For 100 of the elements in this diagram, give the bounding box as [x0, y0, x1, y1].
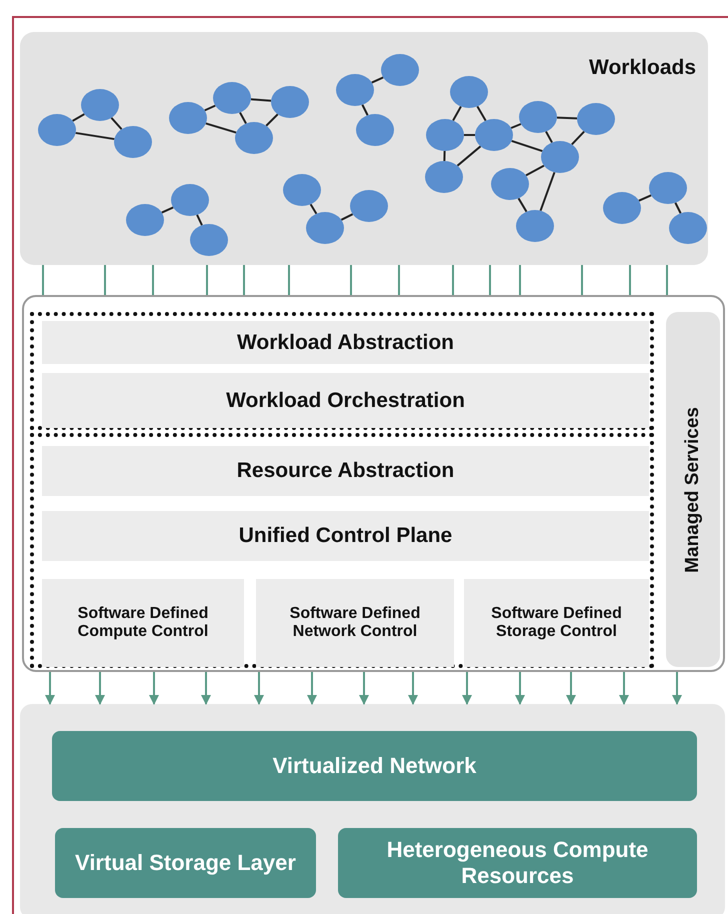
connector-line	[361, 104, 369, 116]
panel-title: Workloads	[589, 56, 696, 80]
workload-node	[603, 192, 641, 224]
arrow	[359, 672, 369, 705]
layer-label: Software Defined Network Control	[288, 605, 422, 641]
connector-line	[243, 265, 245, 295]
workload-node	[381, 54, 419, 86]
connector-line	[511, 140, 543, 152]
layer-label: Software Defined Compute Control	[76, 605, 210, 641]
connector-line	[206, 265, 208, 295]
workload-node	[114, 126, 152, 158]
workloads-panel	[20, 32, 708, 265]
dotted-group-outline	[30, 433, 654, 668]
layer-band	[42, 511, 649, 561]
layer-band	[42, 446, 649, 496]
connector-line	[42, 265, 44, 295]
connector-line	[571, 130, 585, 146]
arrow	[566, 672, 576, 705]
workload-node	[336, 74, 374, 106]
workload-node	[38, 114, 76, 146]
layer-label: Unified Control Plane	[238, 524, 452, 548]
layer-label: Virtualized Network	[272, 753, 476, 779]
control-box	[42, 579, 244, 667]
connector-line	[666, 265, 668, 295]
workload-node	[350, 190, 388, 222]
workload-node	[541, 141, 579, 173]
workload-node	[516, 210, 554, 242]
control-box	[464, 579, 649, 667]
arrow	[462, 672, 472, 705]
workload-node	[475, 119, 513, 151]
connector-line	[519, 265, 521, 295]
connector-line	[556, 116, 578, 120]
connector-line	[581, 265, 583, 295]
connector-line	[104, 265, 106, 295]
connector-line	[110, 117, 122, 130]
workload-node	[669, 212, 707, 244]
workload-node	[577, 103, 615, 135]
connector-line	[76, 132, 114, 140]
arrow	[307, 672, 317, 705]
layer-label: Software Defined Storage Control	[490, 605, 623, 641]
layer-band	[42, 373, 649, 428]
workload-node	[306, 212, 344, 244]
connector-line	[161, 206, 174, 214]
layer-label: Heterogeneous Compute Resources	[386, 837, 650, 889]
arrow	[149, 672, 159, 705]
connector-line	[452, 106, 462, 121]
connector-line	[638, 194, 652, 202]
workload-node	[283, 174, 321, 206]
connector-line	[266, 114, 278, 126]
arrow	[515, 672, 525, 705]
connector-line	[510, 123, 522, 129]
connector-line	[371, 76, 384, 84]
connector-line	[206, 122, 236, 134]
layer-label: Workload Orchestration	[226, 388, 465, 412]
dotted-group-outline	[30, 312, 654, 430]
workload-node	[235, 122, 273, 154]
workload-node	[425, 161, 463, 193]
workload-node	[356, 114, 394, 146]
infrastructure-box	[338, 828, 697, 898]
infrastructure-box	[52, 731, 697, 801]
layer-label: Resource Abstraction	[236, 459, 454, 483]
connector-line	[310, 204, 318, 214]
workload-node	[271, 86, 309, 118]
workload-node	[491, 168, 529, 200]
connector-line	[250, 98, 272, 102]
connector-line	[674, 202, 682, 214]
connector-line	[196, 214, 203, 226]
workload-node	[213, 82, 251, 114]
connector-line	[464, 134, 475, 136]
connector-line	[288, 265, 290, 295]
arrow	[45, 672, 55, 705]
connector-line	[72, 113, 85, 122]
workload-node	[126, 204, 164, 236]
connector-line	[629, 265, 631, 295]
connector-line	[239, 112, 247, 124]
layer-label: Virtual Storage Layer	[75, 850, 296, 876]
connector-line	[398, 265, 400, 295]
connector-line	[340, 213, 354, 221]
arrow	[408, 672, 418, 705]
workload-node	[649, 172, 687, 204]
infrastructure-box	[55, 828, 316, 898]
connector-line	[489, 265, 491, 295]
connector-line	[204, 104, 216, 112]
layer-label: Workload Abstraction	[236, 330, 454, 354]
connector-line	[540, 172, 556, 212]
connector-line	[456, 146, 482, 166]
connector-line	[152, 265, 154, 295]
connector-line	[350, 265, 352, 295]
arrow	[201, 672, 211, 705]
arrow	[95, 672, 105, 705]
connector-line	[518, 198, 528, 212]
infrastructure-panel	[20, 704, 725, 914]
layer-label: Managed Services	[682, 406, 704, 572]
connector-line	[476, 106, 486, 122]
workload-node	[450, 76, 488, 108]
connector-line	[443, 150, 446, 162]
control-box	[256, 579, 454, 667]
layer-container	[22, 295, 725, 672]
side-panel	[666, 312, 720, 667]
workload-node	[190, 224, 228, 256]
